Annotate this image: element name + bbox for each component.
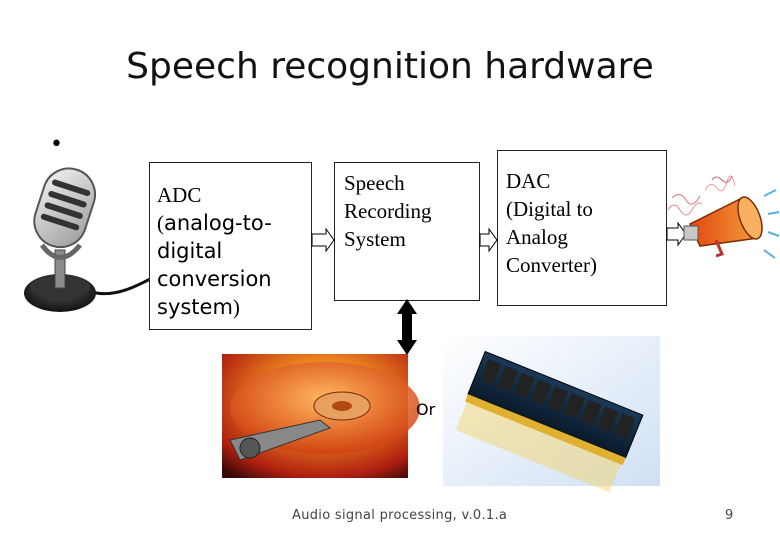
page-number: 9 bbox=[725, 508, 733, 523]
footer-text: Audio signal processing, v.0.1.a bbox=[292, 508, 507, 523]
or-label: Or bbox=[416, 400, 435, 419]
